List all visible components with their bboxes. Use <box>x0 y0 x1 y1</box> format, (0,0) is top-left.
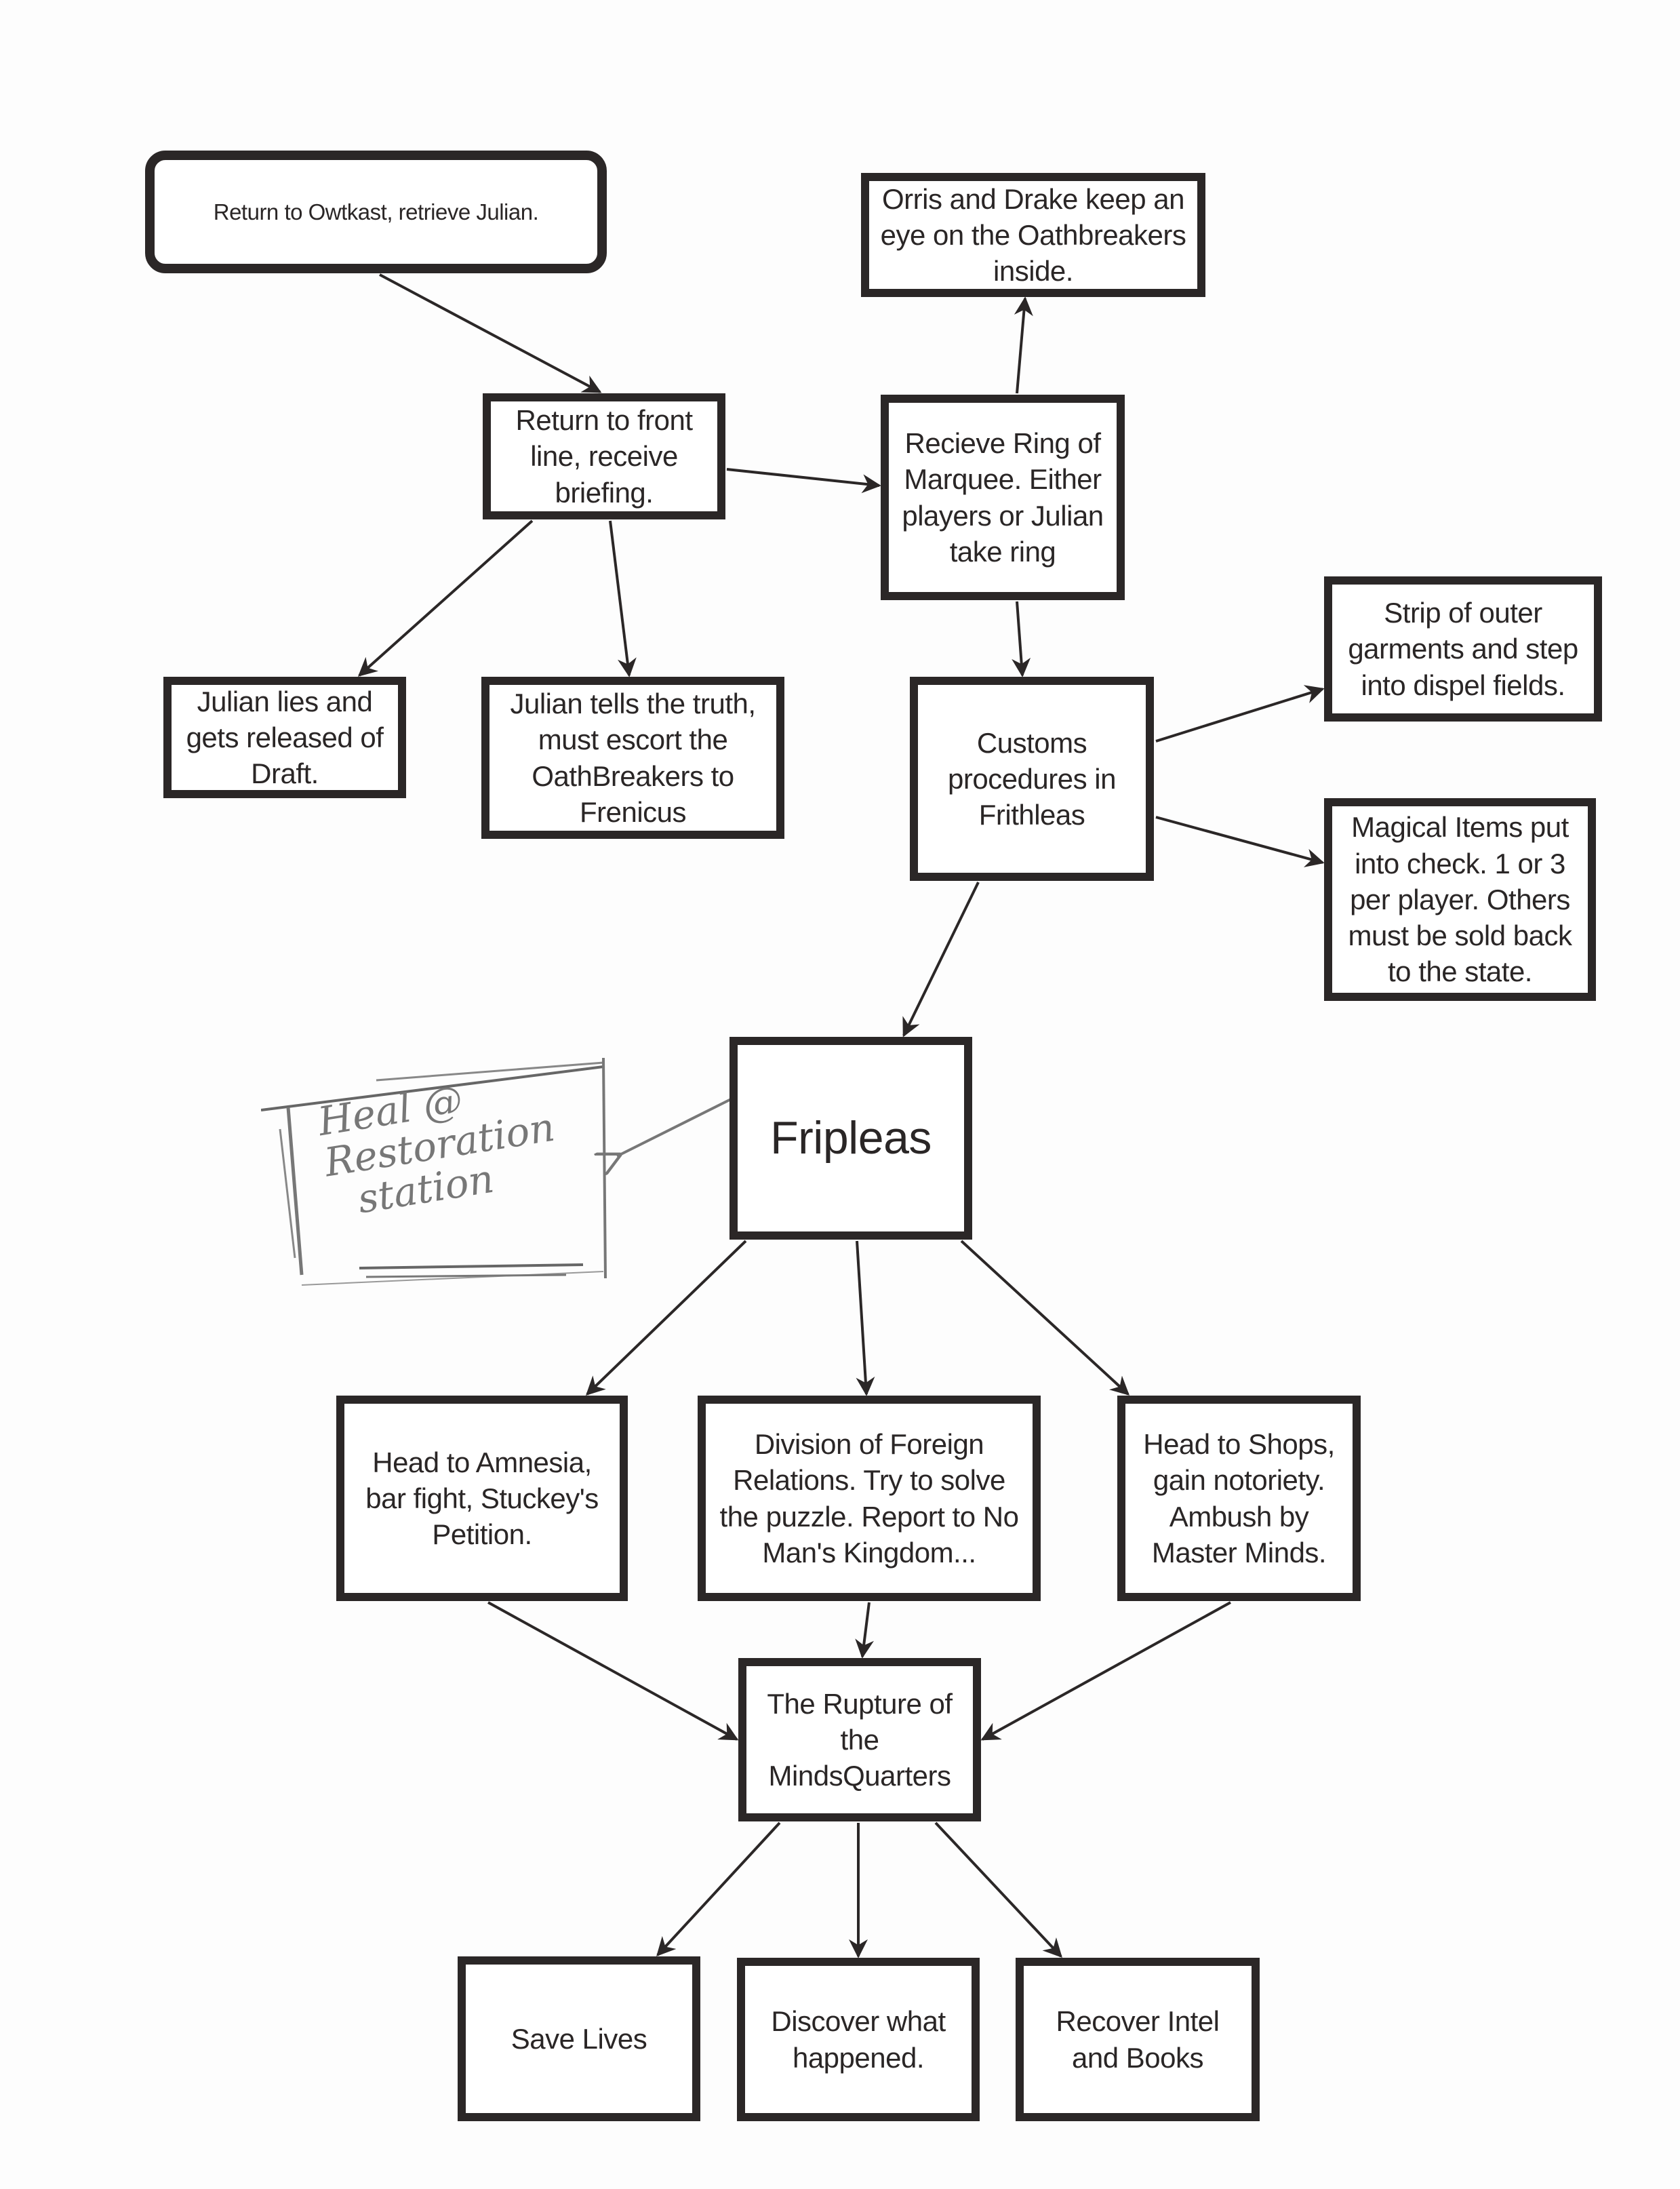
node-label: Save Lives <box>511 2022 647 2055</box>
node-return-owtkast: Return to Owtkast, retrieve Julian. <box>145 151 607 273</box>
edge-fripleas-to-shops <box>960 1240 1130 1396</box>
node-julian-lies: Julian lies and gets released of Draft. <box>163 677 406 798</box>
edge-amnesia-to-rupture <box>487 1601 739 1741</box>
edge-customs-to-strip-garments <box>1155 685 1325 743</box>
node-label: Customs procedures in Frithleas <box>948 726 1116 831</box>
node-label: Return to Owtkast, retrieve Julian. <box>213 199 539 224</box>
edge-shops-to-rupture <box>980 1601 1231 1741</box>
node-front-line: Return to front line, receive briefing. <box>483 393 725 519</box>
node-save-lives: Save Lives <box>458 1956 700 2121</box>
node-strip-garments: Strip of outer garments and step into di… <box>1324 576 1602 722</box>
edge-front-line-to-julian-lies <box>357 519 534 677</box>
node-rupture: The Rupture of the MindsQuarters <box>738 1658 981 1821</box>
node-label: Julian lies and gets released of Draft. <box>186 685 384 790</box>
node-foreign-relations: Division of Foreign Relations. Try to so… <box>698 1396 1041 1601</box>
edge-foreign-relations-to-rupture <box>855 1602 875 1659</box>
node-amnesia: Head to Amnesia, bar fight, Stuckey's Pe… <box>336 1396 628 1601</box>
edge-customs-to-fripleas <box>902 882 980 1038</box>
edge-fripleas-to-heal-station <box>617 1097 733 1156</box>
edge-fripleas-to-foreign-relations <box>856 1240 875 1396</box>
edge-rupture-to-recover-intel <box>934 1821 1062 1958</box>
edge-front-line-to-ring-marquee <box>726 468 881 494</box>
node-label: Recover Intel and Books <box>1056 2005 1220 2074</box>
node-label: Return to front line, receive briefing. <box>515 404 693 509</box>
node-customs: Customs procedures in Frithleas <box>910 677 1154 881</box>
edge-rupture-to-save-lives <box>656 1821 781 1957</box>
node-label: Discover what happened. <box>771 2005 946 2074</box>
node-label: The Rupture of the MindsQuarters <box>767 1687 953 1792</box>
node-fripleas: Fripleas <box>729 1037 972 1240</box>
node-label: Division of Foreign Relations. Try to so… <box>719 1427 1019 1569</box>
handwritten-note-heal-station: Heal @ Restoration station <box>261 1048 610 1299</box>
node-label: Orris and Drake keep an eye on the Oathb… <box>880 182 1186 288</box>
node-label: Recieve Ring of Marquee. Either players … <box>902 427 1104 568</box>
node-magical-items: Magical Items put into check. 1 or 3 per… <box>1324 798 1596 1001</box>
node-label: Fripleas <box>770 1112 932 1164</box>
edge-return-owtkast-to-front-line <box>379 273 602 393</box>
edge-front-line-to-julian-truth <box>609 520 637 677</box>
node-shops: Head to Shops, gain notoriety. Ambush by… <box>1117 1396 1361 1601</box>
node-julian-truth: Julian tells the truth, must escort the … <box>481 677 784 839</box>
edge-customs-to-magical-items <box>1155 816 1325 867</box>
node-label: Julian tells the truth, must escort the … <box>510 687 756 828</box>
node-ring-marquee: Recieve Ring of Marquee. Either players … <box>881 395 1125 600</box>
edge-ring-marquee-to-customs <box>1012 601 1031 677</box>
pencil-box-sketch <box>261 1057 607 1286</box>
node-discover: Discover what happened. <box>737 1958 980 2121</box>
node-orris-drake: Orris and Drake keep an eye on the Oathb… <box>861 173 1205 297</box>
edge-fripleas-to-amnesia <box>585 1240 747 1396</box>
node-recover-intel: Recover Intel and Books <box>1016 1958 1260 2121</box>
edge-ring-marquee-to-orris-drake <box>1014 296 1033 394</box>
node-label: Magical Items put into check. 1 or 3 per… <box>1348 811 1572 988</box>
node-label: Head to Amnesia, bar fight, Stuckey's Pe… <box>365 1446 599 1551</box>
node-label: Strip of outer garments and step into di… <box>1348 597 1578 701</box>
node-label: Head to Shops, gain notoriety. Ambush by… <box>1143 1427 1335 1569</box>
